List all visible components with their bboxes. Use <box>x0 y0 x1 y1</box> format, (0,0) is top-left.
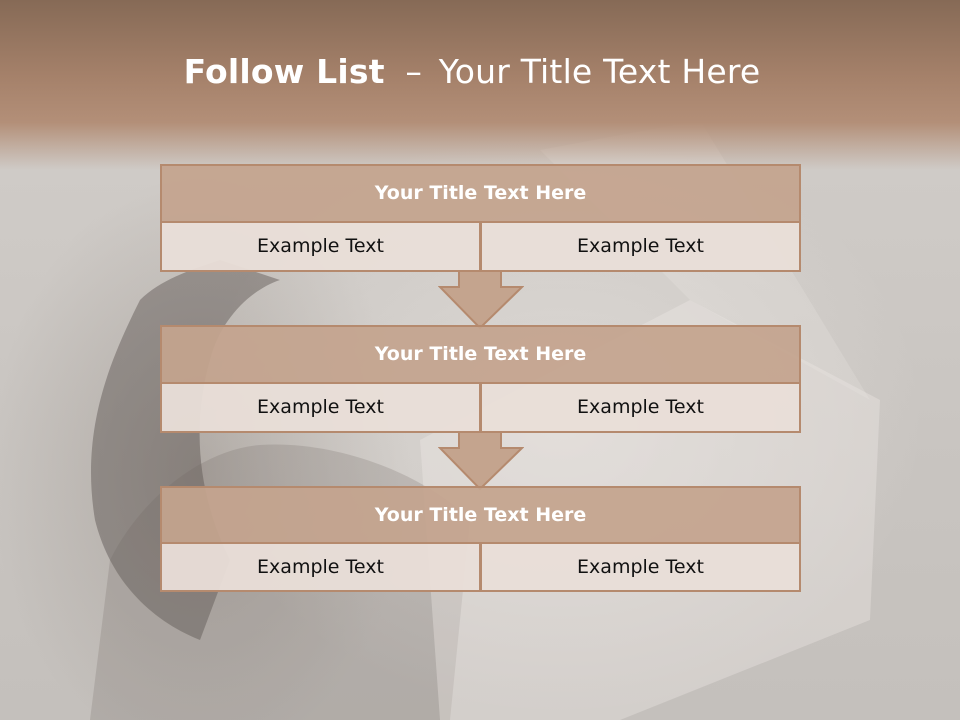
list-block-2: Your Title Text Here Example Text Exampl… <box>160 325 801 433</box>
block-title-2: Your Title Text Here <box>160 325 801 384</box>
down-arrow-icon <box>438 270 524 330</box>
slide-title-strong: Follow List <box>183 52 385 91</box>
slide-title: Follow List – Your Title Text Here <box>0 52 944 91</box>
block-cell-3-left: Example Text <box>160 542 481 592</box>
block-cell-1-left: Example Text <box>160 221 481 272</box>
header-band <box>0 0 960 170</box>
block-cell-2-right: Example Text <box>480 382 801 433</box>
block-cell-3-right: Example Text <box>480 542 801 592</box>
block-title-3: Your Title Text Here <box>160 486 801 544</box>
list-block-3: Your Title Text Here Example Text Exampl… <box>160 486 801 592</box>
list-block-1: Your Title Text Here Example Text Exampl… <box>160 164 801 272</box>
slide-title-separator: – <box>405 52 423 91</box>
block-cell-2-left: Example Text <box>160 382 481 433</box>
down-arrow-icon <box>438 431 524 491</box>
block-row-1: Example Text Example Text <box>160 221 801 272</box>
block-title-1: Your Title Text Here <box>160 164 801 223</box>
block-row-2: Example Text Example Text <box>160 382 801 433</box>
block-cell-1-right: Example Text <box>480 221 801 272</box>
block-row-3: Example Text Example Text <box>160 542 801 592</box>
slide-title-rest: Your Title Text Here <box>438 52 761 91</box>
